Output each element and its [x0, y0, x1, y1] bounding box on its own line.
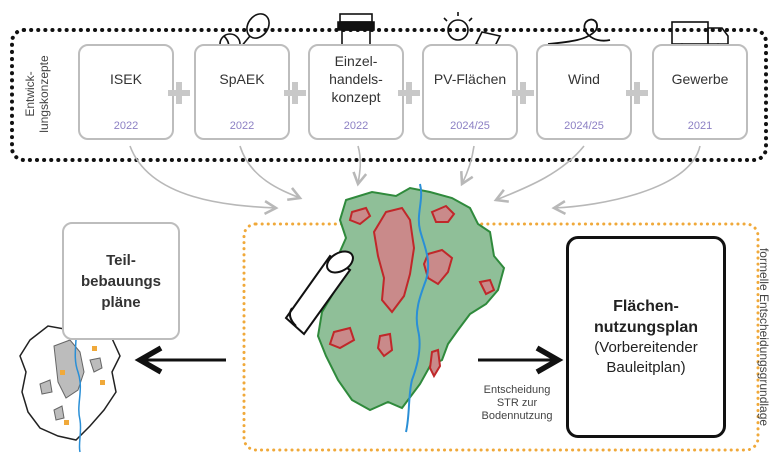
concept-isek: ISEK 2022	[78, 44, 174, 140]
decision-label: Entscheidung STR zur Bodennutzung	[481, 384, 553, 422]
shop-stall-icon	[337, 13, 375, 51]
concept-year: 2024/25	[450, 120, 490, 132]
concept-label: PV-Flächen	[433, 71, 507, 87]
concept-label: Gewerbe	[671, 71, 729, 87]
plus-icon	[512, 82, 534, 104]
concept-label: Wind	[568, 71, 600, 87]
wind-swirl-icon	[547, 18, 611, 45]
concept-arrows	[129, 145, 701, 216]
formal-label: formelle Entscheidungsgrundlage	[757, 247, 771, 427]
concept-label: ISEK	[110, 71, 142, 87]
concept-year: 2022	[343, 120, 369, 132]
formal-frame	[242, 222, 760, 452]
concept-gewerbe: Gewerbe 2021	[652, 44, 748, 140]
concept-year: 2021	[687, 120, 713, 132]
fnp-title: Flächen- nutzungsplan	[594, 298, 698, 336]
concept-year: 2024/25	[564, 120, 604, 132]
concept-year: 2022	[113, 120, 139, 132]
concepts-frame	[10, 28, 768, 162]
concept-label: Einzel- handels- konzept	[329, 53, 383, 105]
plus-icon	[626, 82, 648, 104]
concept-spaek: SpAEK 2022	[194, 44, 290, 140]
plus-icon	[284, 82, 306, 104]
concept-einzelhandelskonzept: Einzel- handels- konzept 2022	[308, 44, 404, 140]
concept-label: SpAEK	[219, 71, 265, 87]
fnp-subtitle: (Vorbereitender Bauleitplan)	[594, 339, 698, 376]
plan-scroll-icon	[284, 250, 354, 336]
concept-wind: Wind 2024/25	[536, 44, 632, 140]
municipality-map	[316, 183, 506, 433]
teilbebauungsplaene-label: Teil- bebauungs pläne	[80, 251, 161, 311]
concepts-group-label: Entwick- lungskonzepte	[23, 55, 51, 133]
plus-icon	[398, 82, 420, 104]
plus-icon	[168, 82, 190, 104]
concept-pv-flaechen: PV-Flächen 2024/25	[422, 44, 518, 140]
concept-year: 2022	[229, 120, 255, 132]
teilbebauungsplaene-box: Teil- bebauungs pläne	[62, 222, 180, 340]
flaechennutzungsplan-box: Flächen- nutzungsplan (Vorbereitender Ba…	[566, 236, 726, 438]
